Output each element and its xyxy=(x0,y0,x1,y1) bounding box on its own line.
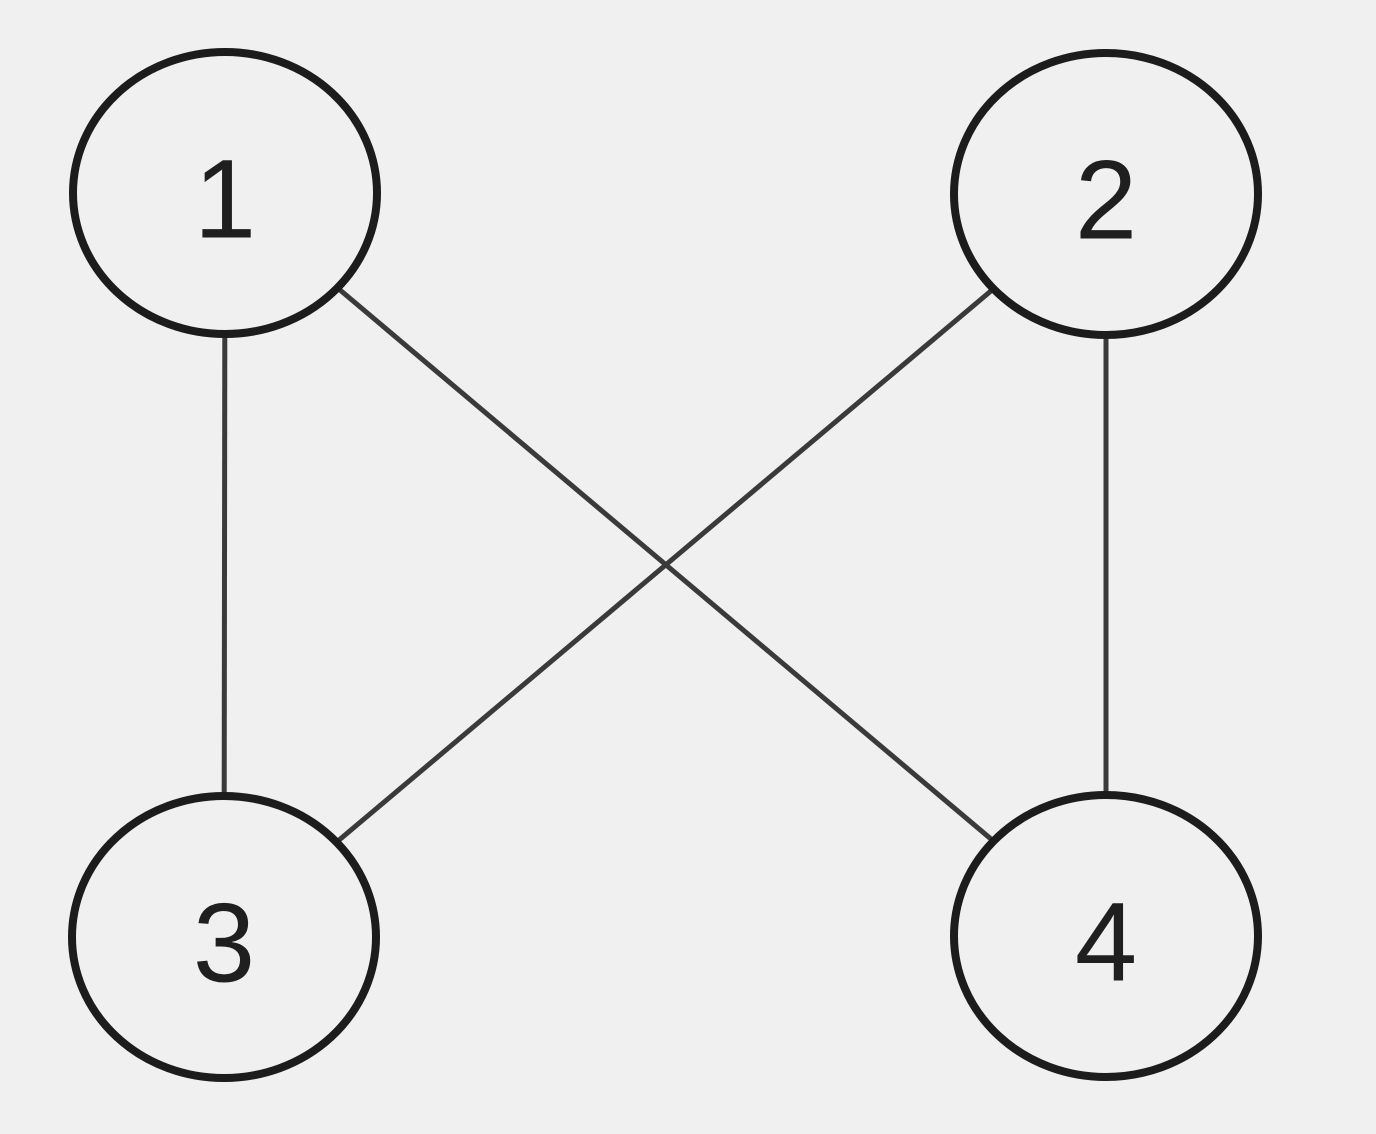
node-4-circle xyxy=(950,791,1262,1081)
node-1: 1 xyxy=(69,48,381,338)
node-3-label: 3 xyxy=(193,881,255,1006)
node-3: 3 xyxy=(68,792,380,1082)
node-2: 2 xyxy=(950,49,1262,339)
nodes-layer: 1 2 3 4 xyxy=(68,48,1262,1082)
node-4: 4 xyxy=(950,791,1262,1081)
node-2-circle xyxy=(950,49,1262,339)
edges-layer xyxy=(221,191,1109,939)
node-2-label: 2 xyxy=(1075,138,1137,263)
node-3-circle xyxy=(68,792,380,1082)
node-1-circle xyxy=(69,48,381,338)
node-4-label: 4 xyxy=(1075,880,1137,1005)
edge-2-3 xyxy=(222,192,1108,939)
node-1-label: 1 xyxy=(194,137,256,262)
